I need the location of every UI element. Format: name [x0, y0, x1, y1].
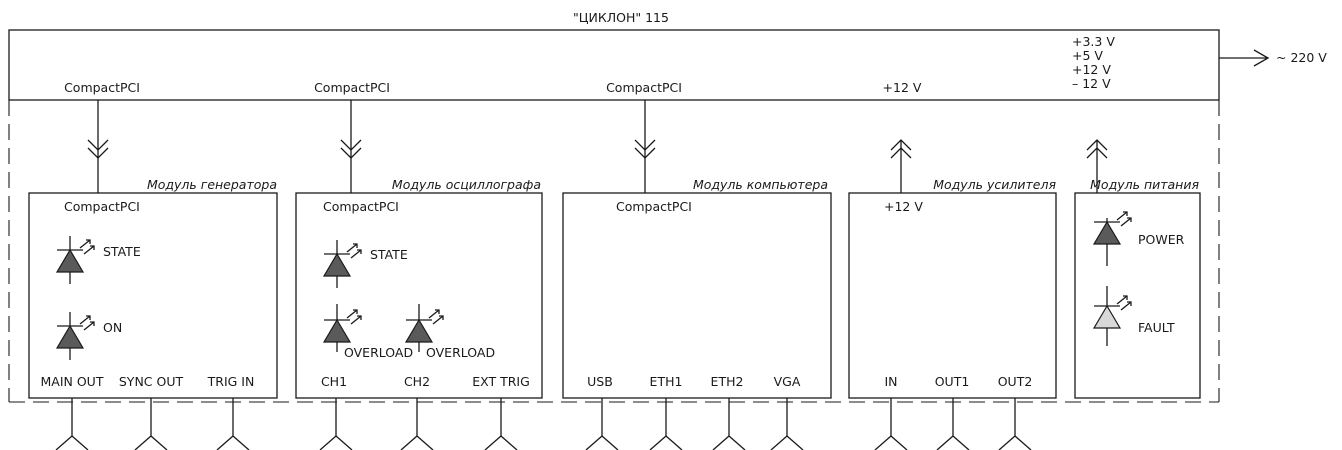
port-computer-vga: VGA	[774, 374, 801, 389]
module-oscilloscope	[295, 192, 543, 399]
port-connector-main-out	[55, 398, 89, 450]
led-oscilloscope-overload-ch1-label: OVERLOAD	[344, 345, 413, 360]
led-generator-on-label: ON	[103, 320, 122, 335]
port-connector-in	[874, 398, 908, 450]
led-oscilloscope-state-label: STATE	[370, 247, 408, 262]
port-computer-usb: USB	[587, 374, 613, 389]
port-amplifier-out2: OUT2	[998, 374, 1033, 389]
bus-label-computer: CompactPCI	[606, 80, 682, 95]
supply-rail-5v: +5 V	[1072, 48, 1103, 63]
backplane-box	[8, 29, 1220, 101]
module-power-title: Модуль питания	[1090, 177, 1199, 192]
port-computer-eth2: ETH2	[711, 374, 744, 389]
port-connector-sync-out	[134, 398, 168, 450]
port-connector-usb	[585, 398, 619, 450]
led-power-power-label: POWER	[1138, 232, 1185, 247]
led-power-power-icon	[1092, 211, 1132, 266]
port-oscilloscope-ext-trig: EXT TRIG	[472, 374, 530, 389]
module-amplifier-bus: +12 V	[884, 199, 923, 214]
led-oscilloscope-overload-ch2-icon	[404, 304, 444, 352]
bus-label-generator: CompactPCI	[64, 80, 140, 95]
led-generator-state-icon	[55, 236, 95, 284]
led-power-fault-label: FAULT	[1138, 320, 1175, 335]
port-connector-ch2	[400, 398, 434, 450]
port-connector-eth2	[712, 398, 746, 450]
led-oscilloscope-overload-ch2-label: OVERLOAD	[426, 345, 495, 360]
module-computer	[562, 192, 832, 399]
supply-rail-minus-12v: – 12 V	[1072, 76, 1111, 91]
module-oscilloscope-title: Модуль осциллографа	[392, 177, 541, 192]
port-oscilloscope-ch2: CH2	[404, 374, 430, 389]
diagram-title: "ЦИКЛОН" 115	[573, 10, 669, 25]
port-connector-out1	[936, 398, 970, 450]
connector-power	[1086, 139, 1108, 193]
bus-label-amplifier: +12 V	[883, 80, 922, 95]
module-computer-bus: CompactPCI	[616, 199, 692, 214]
led-oscilloscope-overload-ch1-icon	[322, 304, 362, 352]
supply-rail-3v3: +3.3 V	[1072, 34, 1115, 49]
module-power	[1074, 192, 1201, 399]
bus-label-oscilloscope: CompactPCI	[314, 80, 390, 95]
port-oscilloscope-ch1: CH1	[321, 374, 347, 389]
connector-computer	[634, 100, 656, 193]
port-generator-sync-out: SYNC OUT	[119, 374, 184, 389]
module-amplifier-title: Модуль усилителя	[933, 177, 1056, 192]
port-generator-main-out: MAIN OUT	[41, 374, 104, 389]
mains-input-label: ~ 220 V	[1276, 50, 1327, 65]
port-computer-eth1: ETH1	[650, 374, 683, 389]
mains-input-arrow	[1219, 49, 1270, 67]
led-generator-on-icon	[55, 312, 95, 360]
connector-amplifier	[890, 139, 912, 193]
module-generator-bus: CompactPCI	[64, 199, 140, 214]
port-connector-ext-trig	[484, 398, 518, 450]
supply-rail-12v: +12 V	[1072, 62, 1111, 77]
module-generator-title: Модуль генератора	[147, 177, 277, 192]
port-connector-vga	[770, 398, 804, 450]
connector-oscilloscope	[340, 100, 362, 193]
port-connector-out2	[998, 398, 1032, 450]
led-generator-state-label: STATE	[103, 244, 141, 259]
module-oscilloscope-bus: CompactPCI	[323, 199, 399, 214]
module-computer-title: Модуль компьютера	[693, 177, 828, 192]
port-amplifier-out1: OUT1	[935, 374, 970, 389]
module-generator	[28, 192, 278, 399]
port-connector-ch1	[319, 398, 353, 450]
led-oscilloscope-state-icon	[322, 240, 362, 288]
led-power-fault-icon	[1092, 286, 1132, 346]
connector-generator	[87, 100, 109, 193]
port-connector-eth1	[649, 398, 683, 450]
port-generator-trig-in: TRIG IN	[207, 374, 255, 389]
module-amplifier	[848, 192, 1057, 399]
port-amplifier-in: IN	[884, 374, 897, 389]
port-connector-trig-in	[216, 398, 250, 450]
